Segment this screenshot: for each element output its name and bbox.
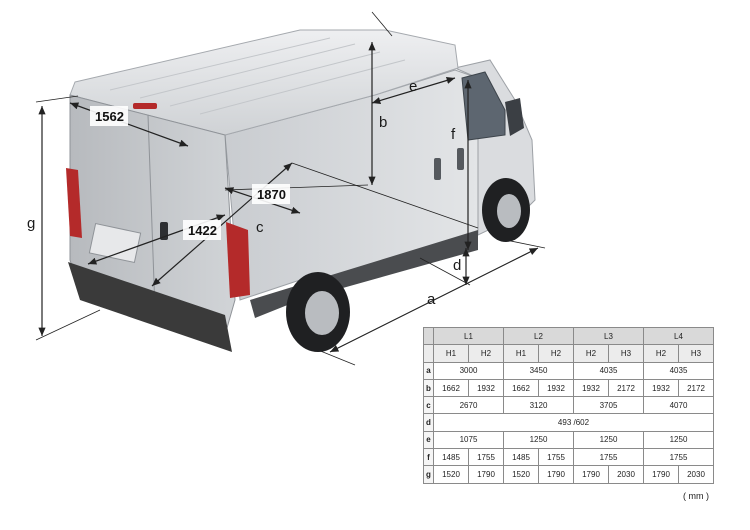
col-l2-h-b: H2 [538, 344, 574, 363]
col-l2-h-a: H1 [503, 344, 539, 363]
col-l3-h-b: H3 [608, 344, 644, 363]
dimension-table: L1 L2 L3 L4 H1 H2 H1 H2 H2 H3 H2 H3 a 30… [423, 326, 714, 484]
col-l1-h-b: H2 [468, 344, 504, 363]
label-rear-width: 1562 [95, 109, 124, 124]
side-door-handle [434, 158, 441, 180]
dim-line-a [329, 247, 539, 353]
dim-line-rear-width [69, 102, 189, 147]
taillight-right [226, 222, 250, 298]
label-a: a [427, 291, 436, 308]
table-header-lengths: L1 L2 L3 L4 [423, 326, 714, 346]
van-mirror [505, 98, 524, 136]
col-l4-h-a: H2 [643, 344, 679, 363]
rear-wheel [286, 272, 350, 352]
front-wheel [482, 178, 530, 242]
dim-line-e [371, 76, 456, 105]
van-illustration [66, 29, 536, 352]
label-d: d [453, 257, 461, 274]
table-row-c: c 2670 3120 3705 4070 [423, 396, 714, 415]
col-l3: L3 [573, 326, 644, 346]
label-e: e [409, 78, 417, 95]
table-row-g: g 1520 1790 1520 1790 1790 2030 1790 203… [423, 465, 714, 484]
label-b: b [379, 114, 387, 131]
table-row-e: e 1075 1250 1250 1250 [423, 430, 714, 450]
col-l2: L2 [503, 326, 574, 346]
label-load-length: 1870 [257, 187, 286, 202]
col-l3-h-a: H2 [573, 344, 609, 363]
rear-bumper [68, 262, 232, 352]
taillight-left [66, 168, 82, 238]
col-l4: L4 [643, 326, 714, 346]
table-row-a: a 3000 3450 4035 4035 [423, 361, 714, 380]
table-row-b: b 1662 1932 1662 1932 1932 2172 1932 217… [423, 378, 714, 398]
cab-door-handle [457, 148, 464, 170]
col-l4-h-b: H3 [678, 344, 714, 363]
roof-ribs [109, 37, 406, 115]
label-f: f [451, 126, 456, 143]
dimension-labels: 1562 1870 1422 g b e f c d a [27, 78, 461, 308]
brake-light [133, 103, 157, 109]
unit-note: ( mm ) [683, 491, 709, 501]
col-l1-h-a: H1 [433, 344, 469, 363]
label-c: c [256, 219, 264, 236]
table-header-heights: H1 H2 H1 H2 H2 H3 H2 H3 [423, 344, 714, 363]
dim-line-c [151, 162, 293, 287]
label-g: g [27, 215, 35, 232]
table-row-d: d 493 /602 [423, 413, 714, 432]
table-row-f: f 1485 1755 1485 1755 1755 1755 [423, 448, 714, 467]
col-l1: L1 [433, 326, 504, 346]
label-door-width: 1422 [188, 223, 217, 238]
